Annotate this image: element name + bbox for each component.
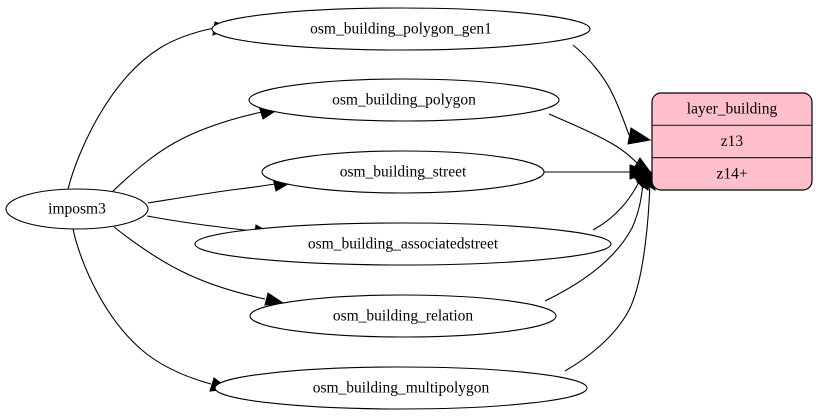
node-osm_building_polygon[interactable]: osm_building_polygon xyxy=(248,78,560,122)
node-imposm3[interactable]: imposm3 xyxy=(5,188,149,230)
edge-imposm3-to-osm_building_polygon_gen1 xyxy=(67,21,234,190)
node-osm_building_multipolygon-label: osm_building_multipolygon xyxy=(313,380,490,397)
node-osm_building_associatedstreet-label: osm_building_associatedstreet xyxy=(308,236,499,253)
record-row-zoom-z13: z13 xyxy=(721,133,744,150)
node-imposm3-shape[interactable] xyxy=(5,188,149,230)
node-osm_building_street-label: osm_building_street xyxy=(340,164,467,181)
node-osm_building_multipolygon-shape[interactable] xyxy=(214,366,588,410)
record-row-layer-name: layer_building xyxy=(687,101,778,118)
edge-imposm3-to-osm_building_relation xyxy=(113,226,285,306)
edge-imposm3-to-osm_building_street xyxy=(147,177,295,204)
node-osm_building_relation[interactable]: osm_building_relation xyxy=(249,294,557,338)
edge-osm_building_polygon-to-layer_building-z14plus xyxy=(548,113,653,174)
node-osm_building_associatedstreet-shape[interactable] xyxy=(194,222,612,266)
node-osm_building_polygon_gen1-shape[interactable] xyxy=(211,7,591,51)
node-osm_building_polygon_gen1[interactable]: osm_building_polygon_gen1 xyxy=(211,7,591,51)
node-layer_building-shape[interactable] xyxy=(651,92,813,191)
node-osm_building_polygon-label: osm_building_polygon xyxy=(332,92,476,109)
node-osm_building_multipolygon[interactable]: osm_building_multipolygon xyxy=(214,366,588,410)
node-osm_building_polygon-shape[interactable] xyxy=(248,78,560,122)
record-row-zoom-z14plus: z14+ xyxy=(716,166,747,183)
edge-group-tables-to-layer xyxy=(544,44,656,372)
node-osm_building_relation-shape[interactable] xyxy=(249,294,557,338)
edge-osm_building_multipolygon-to-layer_building-z14plus xyxy=(564,171,656,372)
node-osm_building_relation-label: osm_building_relation xyxy=(333,308,474,325)
node-osm_building_street-shape[interactable] xyxy=(261,150,545,194)
node-osm_building_street[interactable]: osm_building_street xyxy=(261,150,545,194)
node-imposm3-label: imposm3 xyxy=(48,201,106,218)
edge-osm_building_polygon_gen1-to-layer_building-z13 xyxy=(572,44,652,145)
edge-imposm3-to-osm_building_polygon xyxy=(111,105,282,193)
node-layer_building[interactable]: layer_building z13 z14+ xyxy=(651,92,813,191)
node-osm_building_polygon_gen1-label: osm_building_polygon_gen1 xyxy=(310,21,492,38)
node-osm_building_associatedstreet[interactable]: osm_building_associatedstreet xyxy=(194,222,612,266)
